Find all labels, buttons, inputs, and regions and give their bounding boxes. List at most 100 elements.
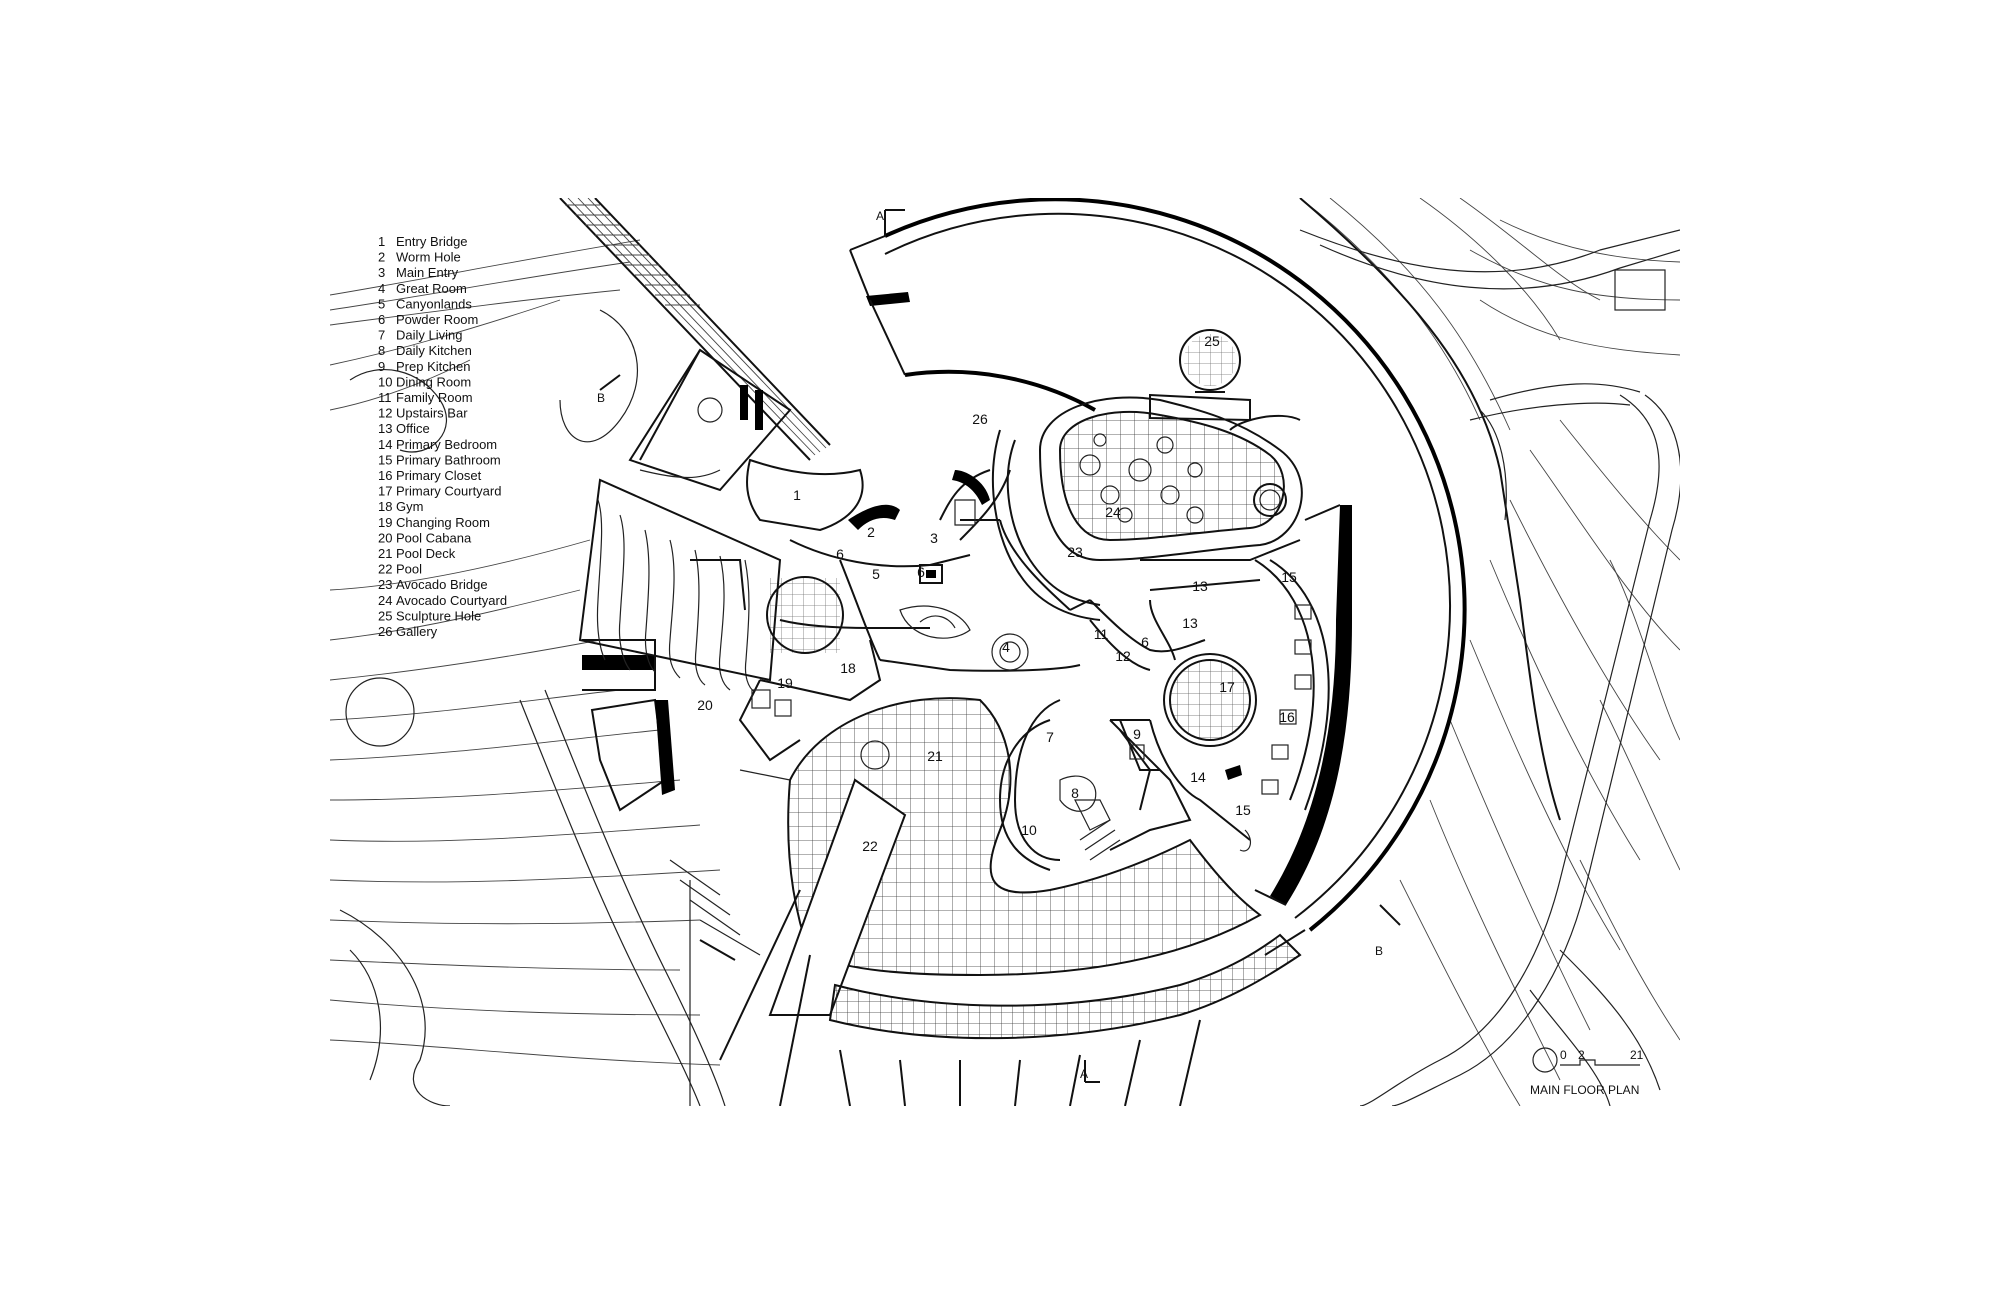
room-tag: 15	[1281, 569, 1297, 585]
legend-number: 2	[378, 250, 385, 265]
central-rooms	[738, 469, 1091, 762]
room-tag: 21	[927, 748, 943, 764]
legend-number: 4	[378, 281, 385, 296]
legend-number: 3	[378, 265, 385, 280]
legend-number: 10	[378, 374, 392, 389]
scale-mark-21: 21	[1630, 1048, 1644, 1062]
room-tag: 19	[777, 675, 793, 691]
legend-label: Canyonlands	[396, 296, 472, 311]
legend-label: Entry Bridge	[396, 234, 468, 249]
legend-number: 5	[378, 296, 385, 311]
legend-number: 13	[378, 421, 392, 436]
room-tag: 11	[1094, 626, 1109, 642]
legend-label: Upstairs Bar	[396, 406, 468, 421]
scale-mark-0: 0	[1560, 1048, 1567, 1062]
room-tag: 2	[867, 524, 875, 540]
legend-label: Primary Closet	[396, 468, 482, 483]
section-marker-a-top: A	[876, 209, 884, 223]
room-tag: 7	[1046, 729, 1054, 745]
legend-label: Gym	[396, 499, 423, 514]
kitchen-living	[998, 699, 1192, 871]
legend-number: 8	[378, 343, 385, 358]
west-wing	[582, 348, 900, 812]
primary-suite	[1089, 539, 1330, 852]
legend-number: 6	[378, 312, 385, 327]
room-tag: 25	[1204, 333, 1220, 349]
room-tag: 10	[1021, 822, 1037, 838]
legend-number: 17	[378, 484, 392, 499]
room-tag: 4	[1002, 639, 1010, 655]
legend-number: 16	[378, 468, 392, 483]
legend-label: Changing Room	[396, 515, 490, 530]
legend-label: Primary Courtyard	[396, 484, 501, 499]
avocado-courtyard	[991, 396, 1303, 621]
room-tag: 3	[930, 530, 938, 546]
legend-number: 14	[378, 437, 392, 452]
legend-number: 1	[378, 234, 385, 249]
room-tag: 13	[1182, 615, 1198, 631]
room-tag: 16	[1279, 709, 1295, 725]
room-tag: 5	[872, 566, 880, 582]
legend-number: 21	[378, 546, 392, 561]
legend-label: Pool Deck	[396, 546, 456, 561]
room-tag: 9	[1133, 726, 1141, 742]
room-tag: 13	[1192, 578, 1208, 594]
bridge-hatch	[565, 204, 700, 306]
room-tag: 1	[793, 487, 801, 503]
room-tag: 6	[1141, 634, 1149, 650]
legend-number: 9	[378, 359, 385, 374]
legend-label: Gallery	[396, 624, 438, 639]
legend-label: Great Room	[396, 281, 467, 296]
legend-label: Daily Living	[396, 328, 462, 343]
room-legend: 1 Entry Bridge 2 Worm Hole 3 Main Entry 4 Great…	[378, 234, 507, 639]
room-tag: 12	[1115, 648, 1131, 664]
room-tag: 15	[1235, 802, 1251, 818]
legend-label: Pool Cabana	[396, 530, 472, 545]
room-tag: 26	[972, 411, 988, 427]
legend-label: Office	[396, 421, 430, 436]
section-lines	[599, 209, 1640, 1083]
legend-number: 11	[378, 390, 392, 405]
legend-number: 7	[378, 328, 385, 343]
section-marker-b-left: B	[597, 391, 605, 405]
legend-label: Avocado Courtyard	[396, 593, 507, 608]
legend-number: 18	[378, 499, 392, 514]
legend-number: 25	[378, 608, 392, 623]
room-tag: 8	[1071, 785, 1079, 801]
plan-title: MAIN FLOOR PLAN	[1530, 1083, 1639, 1097]
legend-label: Sculpture Hole	[396, 608, 481, 623]
room-tag: 18	[840, 660, 856, 676]
section-marker-b-right: B	[1375, 944, 1383, 958]
legend-label: Worm Hole	[396, 250, 461, 265]
legend-number: 22	[378, 562, 392, 577]
sculpture-hole	[1149, 329, 1251, 422]
legend-number: 15	[378, 452, 392, 467]
orchard-trees	[578, 478, 844, 693]
room-tag: 17	[1219, 679, 1235, 695]
room-tag: 24	[1105, 504, 1121, 520]
room-tag: 20	[697, 697, 713, 713]
legend-label: Avocado Bridge	[396, 577, 488, 592]
entry-bridge	[559, 198, 831, 461]
room-tag: 14	[1190, 769, 1206, 785]
legend-number: 20	[378, 530, 392, 545]
legend-number: 19	[378, 515, 392, 530]
legend-label: Family Room	[396, 390, 473, 405]
site-contours	[330, 198, 1680, 1106]
legend-label: Prep Kitchen	[396, 359, 470, 374]
room-tag: 6	[917, 564, 925, 580]
room-tag: 23	[1067, 544, 1083, 560]
room-tag: 6	[836, 546, 844, 562]
legend-label: Primary Bathroom	[396, 452, 501, 467]
legend-label: Primary Bedroom	[396, 437, 497, 452]
scale-mark-2: 2	[1578, 1048, 1585, 1062]
pool-deck	[669, 559, 1302, 1106]
section-marker-a-bottom: A	[1080, 1067, 1088, 1081]
legend-label: Pool	[396, 562, 422, 577]
legend-number: 23	[378, 577, 392, 592]
outer-arc-walls	[849, 198, 1467, 956]
legend-number: 12	[378, 406, 392, 421]
legend-label: Main Entry	[396, 265, 459, 280]
